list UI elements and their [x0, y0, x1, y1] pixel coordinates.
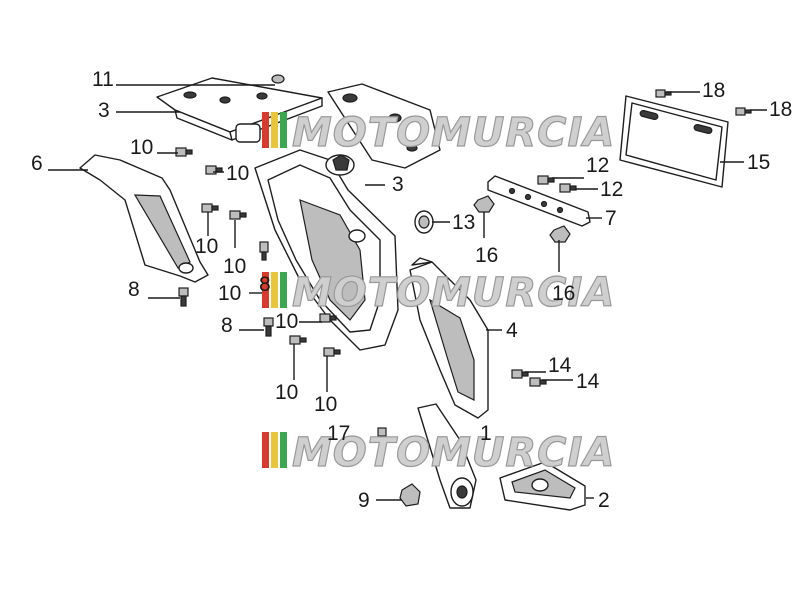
- watermark-middle: MOTOMURCIA: [262, 269, 615, 317]
- callout-13: 13: [452, 211, 475, 234]
- leader-lines: [48, 84, 767, 501]
- license-plate: [619, 95, 729, 188]
- watermark-text: MOTOMURCIA: [292, 110, 615, 156]
- callout-8-b: 8: [128, 278, 140, 301]
- reflector-bracket: [417, 403, 477, 509]
- bolt-12a: [537, 175, 555, 185]
- tail-bracket: [327, 83, 441, 169]
- callout-9: 9: [358, 489, 370, 512]
- bolt-8a: [178, 287, 189, 307]
- bolt-10g: [289, 335, 307, 345]
- callout-7: 7: [605, 207, 617, 230]
- bolt-10f: [319, 313, 337, 323]
- side-bracket: [79, 154, 209, 283]
- mount-strip: [487, 175, 591, 227]
- bolt-10e: [259, 241, 269, 261]
- screw-14a: [511, 369, 529, 379]
- callout-10-f: 10: [275, 310, 298, 333]
- bolt-10b: [205, 165, 223, 175]
- watermark-top: MOTOMURCIA: [262, 109, 615, 157]
- callout-17: 17: [327, 422, 350, 445]
- callout-11: 11: [92, 68, 114, 91]
- callout-6: 6: [31, 152, 43, 175]
- license-plate-holder: [409, 257, 489, 419]
- callout-2: 2: [598, 489, 610, 512]
- watermark-bottom: MOTOMURCIA: [262, 429, 615, 477]
- callout-15: 15: [747, 151, 770, 174]
- fasteners: [175, 89, 752, 507]
- screw-18b: [735, 107, 752, 116]
- nut-16a: [473, 195, 495, 213]
- callout-1: 1: [480, 422, 492, 445]
- screw-18a: [655, 89, 672, 98]
- callout-12-a: 12: [586, 154, 609, 177]
- nut-16b: [549, 225, 571, 243]
- rear-fender: [254, 149, 399, 351]
- callout-3-upper: 3: [98, 99, 110, 122]
- callout-10-c: 10: [195, 235, 218, 258]
- callout-3-lower: 3: [392, 173, 404, 196]
- callout-14-b: 14: [576, 370, 600, 393]
- bolt-10c: [201, 203, 219, 213]
- bolt-17: [377, 427, 387, 437]
- callout-18-b: 18: [769, 98, 792, 121]
- watermark-text: MOTOMURCIA: [292, 430, 615, 476]
- callout-12-b: 12: [600, 178, 623, 201]
- callout-16-b: 16: [552, 282, 575, 305]
- callout-10-g: 10: [275, 381, 298, 404]
- callout-4: 4: [506, 319, 518, 342]
- callout-10-d: 10: [223, 255, 246, 278]
- callout-18-a: 18: [702, 79, 725, 102]
- bolt-10d: [229, 210, 247, 220]
- grommet-13: [414, 210, 434, 234]
- nut-9: [399, 483, 421, 507]
- callout-14-a: 14: [548, 354, 572, 377]
- callout-10-h: 10: [314, 393, 337, 416]
- callout-8-c: 8: [221, 314, 233, 337]
- bolt-8b: [263, 317, 274, 337]
- callout-8-a: 8: [259, 273, 271, 296]
- bolt-10a: [175, 147, 193, 157]
- callout-10-a: 10: [130, 136, 153, 159]
- watermark-text: MOTOMURCIA: [292, 270, 615, 316]
- bolt-12b: [559, 183, 577, 193]
- callout-10-e: 10: [218, 282, 241, 305]
- bolt-10h: [323, 347, 341, 357]
- reflector: [499, 461, 586, 511]
- screw-14b: [529, 377, 547, 387]
- callout-10-b: 10: [226, 162, 249, 185]
- callout-16-a: 16: [475, 244, 498, 267]
- callout-labels: 11 3 6 10 10 10 10 10 8 8 8 10 10 10 3 1…: [31, 68, 792, 512]
